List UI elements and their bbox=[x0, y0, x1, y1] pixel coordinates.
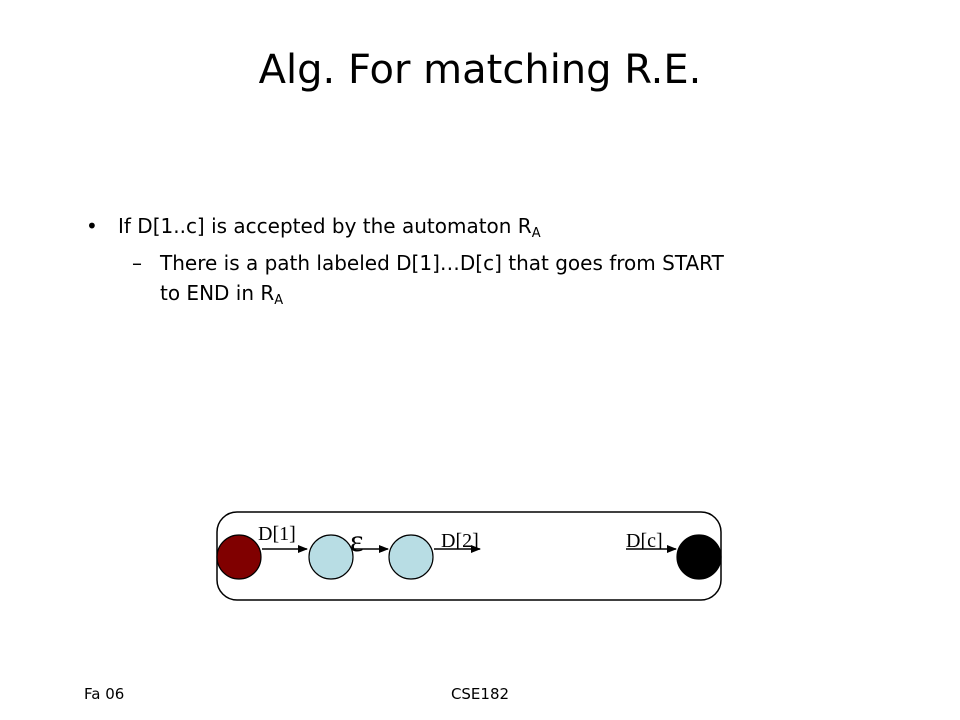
edge-label-d1: D[1] bbox=[258, 523, 296, 545]
bullet-2-line-2: to END in R bbox=[160, 281, 275, 305]
start-state bbox=[216, 534, 262, 580]
bullet-list: • If D[1..c] is accepted by the automato… bbox=[86, 210, 906, 308]
bullet-1-subscript: A bbox=[531, 226, 541, 241]
intermediate-state-2 bbox=[388, 534, 434, 580]
slide-title: Alg. For matching R.E. bbox=[258, 47, 702, 93]
edge-label-d2: D[2] bbox=[441, 530, 479, 552]
bullet-1-text: If D[1..c] is accepted by the automaton … bbox=[118, 214, 532, 238]
edge-label-dc: D[c] bbox=[626, 530, 663, 552]
footer-course-code: CSE182 bbox=[450, 685, 510, 703]
bullet-item-1: • If D[1..c] is accepted by the automato… bbox=[86, 210, 906, 242]
bullet-2-line-1: There is a path labeled D[1]…D[c] that g… bbox=[160, 251, 724, 275]
bullet-dash: – bbox=[132, 251, 142, 275]
edge-label-epsilon: ε bbox=[350, 522, 363, 558]
end-state bbox=[676, 534, 722, 580]
intermediate-state-1 bbox=[308, 534, 354, 580]
bullet-2-subscript: A bbox=[274, 293, 284, 308]
bullet-dot: • bbox=[86, 214, 98, 238]
bullet-item-2: – There is a path labeled D[1]…D[c] that… bbox=[86, 248, 906, 308]
footer-course-term: Fa 06 bbox=[84, 685, 125, 703]
